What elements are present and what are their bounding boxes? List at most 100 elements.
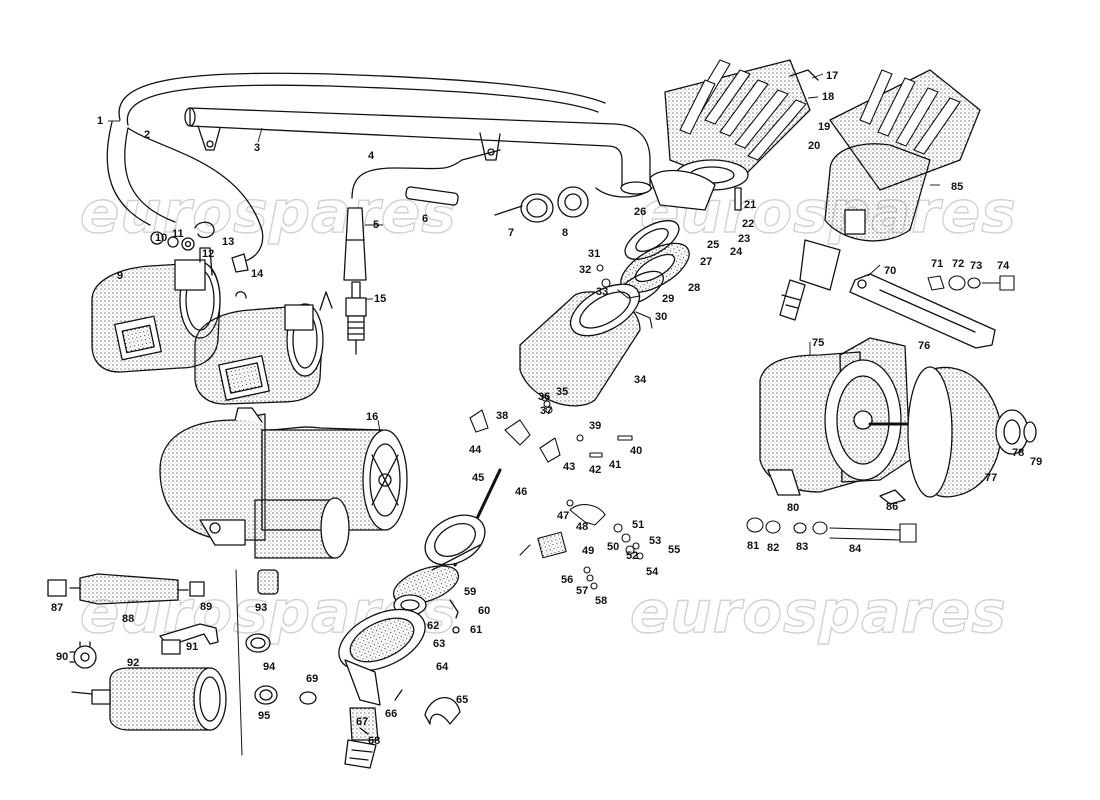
part-label-47: 47 [557,510,570,522]
ignition-tube [184,107,653,198]
part-label-63: 63 [433,638,446,650]
part-label-53: 53 [649,535,662,547]
part-label-27: 27 [700,256,713,268]
part-label-6: 6 [422,213,429,225]
part-label-54: 54 [646,566,659,578]
part-label-15: 15 [374,293,387,305]
distributor-body [519,283,641,407]
part-label-87: 87 [51,602,64,614]
drive-plates [299,565,461,769]
part-label-30: 30 [655,311,668,323]
rotor-shaft [424,468,502,571]
part-label-46: 46 [515,486,528,498]
part-label-39: 39 [589,420,602,432]
part-label-21: 21 [744,199,757,211]
part-label-93: 93 [255,602,268,614]
part-label-38: 38 [496,410,509,422]
distributor-cap-left [664,59,819,191]
ht-wire-inner [126,84,599,126]
watermark-left: eurospares [79,177,457,246]
washer-large [245,633,271,653]
part-label-8: 8 [562,227,569,239]
part-label-77: 77 [985,472,998,484]
part-label-64: 64 [436,661,449,673]
part-label-23: 23 [738,233,751,245]
part-label-91: 91 [186,641,199,653]
part-label-84: 84 [849,543,862,555]
part-label-88: 88 [122,613,135,625]
part-label-48: 48 [576,521,589,533]
part-label-22: 22 [742,218,755,230]
part-label-81: 81 [747,540,760,552]
part-label-74: 74 [997,260,1010,272]
part-label-16: 16 [366,411,379,423]
part-label-65: 65 [456,694,469,706]
solenoid [71,667,227,731]
alternator [759,337,912,496]
bush-sleeve [257,569,279,595]
part-label-58: 58 [595,595,608,607]
part-label-55: 55 [668,544,681,556]
part-label-49: 49 [582,545,595,557]
part-label-95: 95 [258,710,271,722]
part-label-59: 59 [464,586,477,598]
part-label-94: 94 [263,661,276,673]
ht-wire [118,72,606,121]
part-label-14: 14 [251,268,264,280]
part-label-73: 73 [970,260,983,272]
part-label-28: 28 [688,282,701,294]
part-label-43: 43 [563,461,576,473]
part-label-32: 32 [579,264,592,276]
part-label-70: 70 [884,265,897,277]
part-label-37: 37 [540,405,553,417]
part-label-2: 2 [144,129,151,141]
armature [47,573,205,605]
part-label-42: 42 [589,464,602,476]
part-label-33: 33 [596,286,609,298]
part-label-61: 61 [470,624,483,636]
part-label-90: 90 [56,651,69,663]
grommet [557,186,589,218]
watermark-bottom-right: eurospares [629,577,1007,646]
brush-holder [159,623,219,655]
part-label-7: 7 [508,227,515,239]
part-label-69: 69 [306,673,319,685]
part-label-36: 36 [538,391,551,403]
ignition-coil-right [194,291,333,405]
part-label-1: 1 [97,115,104,127]
part-label-35: 35 [556,386,569,398]
part-label-68: 68 [368,735,381,747]
part-label-83: 83 [796,541,809,553]
part-label-56: 56 [561,574,574,586]
part-label-52: 52 [626,550,639,562]
part-label-78: 78 [1012,447,1025,459]
part-label-66: 66 [385,708,398,720]
part-label-41: 41 [609,459,622,471]
part-label-12: 12 [202,248,215,260]
part-label-67: 67 [356,716,369,728]
part-label-51: 51 [632,519,645,531]
part-label-76: 76 [918,340,931,352]
part-label-92: 92 [127,657,140,669]
part-label-60: 60 [478,605,491,617]
part-label-40: 40 [630,445,643,457]
ignition-coil-left [91,247,221,373]
part-label-13: 13 [222,236,235,248]
distributor-assembly [779,69,981,321]
part-label-80: 80 [787,502,800,514]
part-label-62: 62 [427,620,440,632]
breaker-plate [616,220,690,306]
part-label-75: 75 [812,337,825,349]
part-label-11: 11 [172,228,184,240]
part-label-72: 72 [952,258,965,270]
hose-boot [343,207,367,281]
part-label-3: 3 [254,142,261,154]
part-label-19: 19 [818,121,831,133]
part-label-79: 79 [1030,456,1043,468]
part-label-82: 82 [767,542,780,554]
part-label-29: 29 [662,293,675,305]
capacitor-clip [519,499,644,590]
alternator-bolt-set [746,517,917,543]
part-label-26: 26 [634,206,647,218]
